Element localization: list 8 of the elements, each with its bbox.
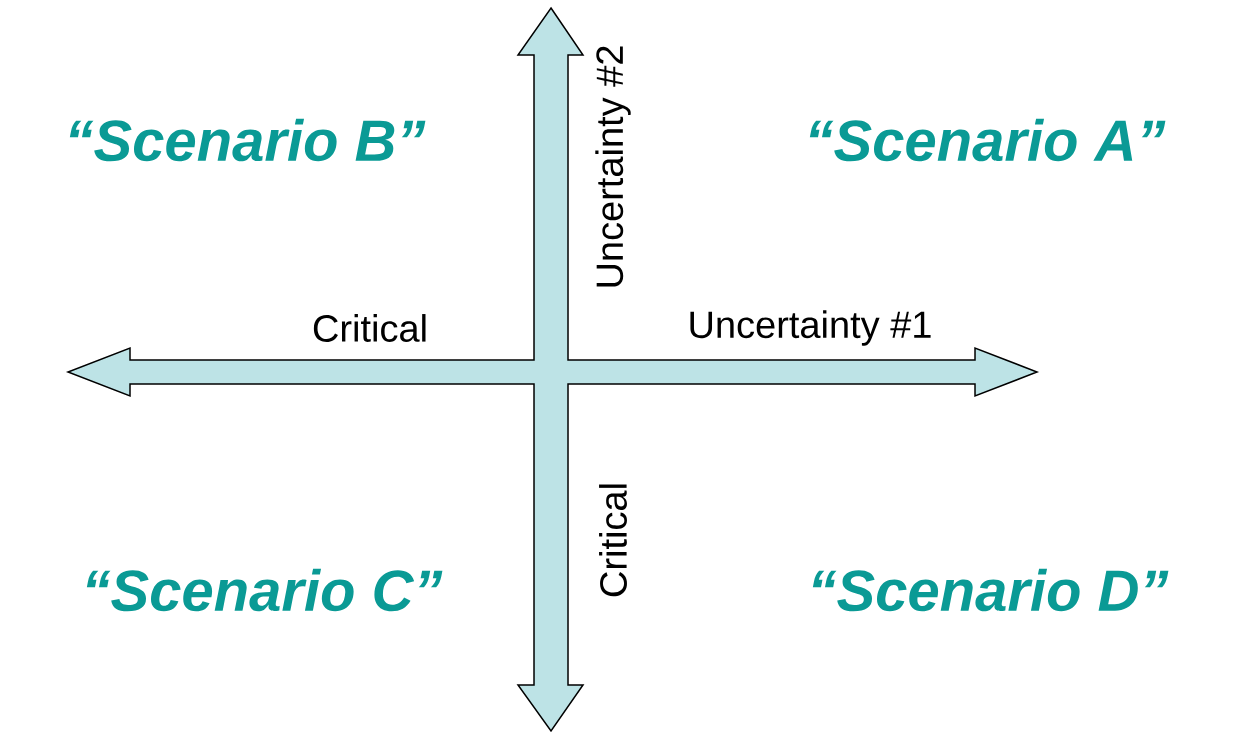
scenario-label: “Scenario C” bbox=[86, 568, 443, 612]
axis-label: Critical bbox=[599, 484, 627, 597]
scenario-label: “Scenario B” bbox=[69, 118, 426, 162]
axis-label: Critical bbox=[313, 314, 426, 342]
scenario-label: “Scenario D” bbox=[812, 568, 1169, 612]
axis-label: Uncertainty #2 bbox=[595, 46, 631, 287]
scenario-label: “Scenario A” bbox=[809, 118, 1166, 162]
axis-label: Uncertainty #1 bbox=[690, 310, 931, 346]
